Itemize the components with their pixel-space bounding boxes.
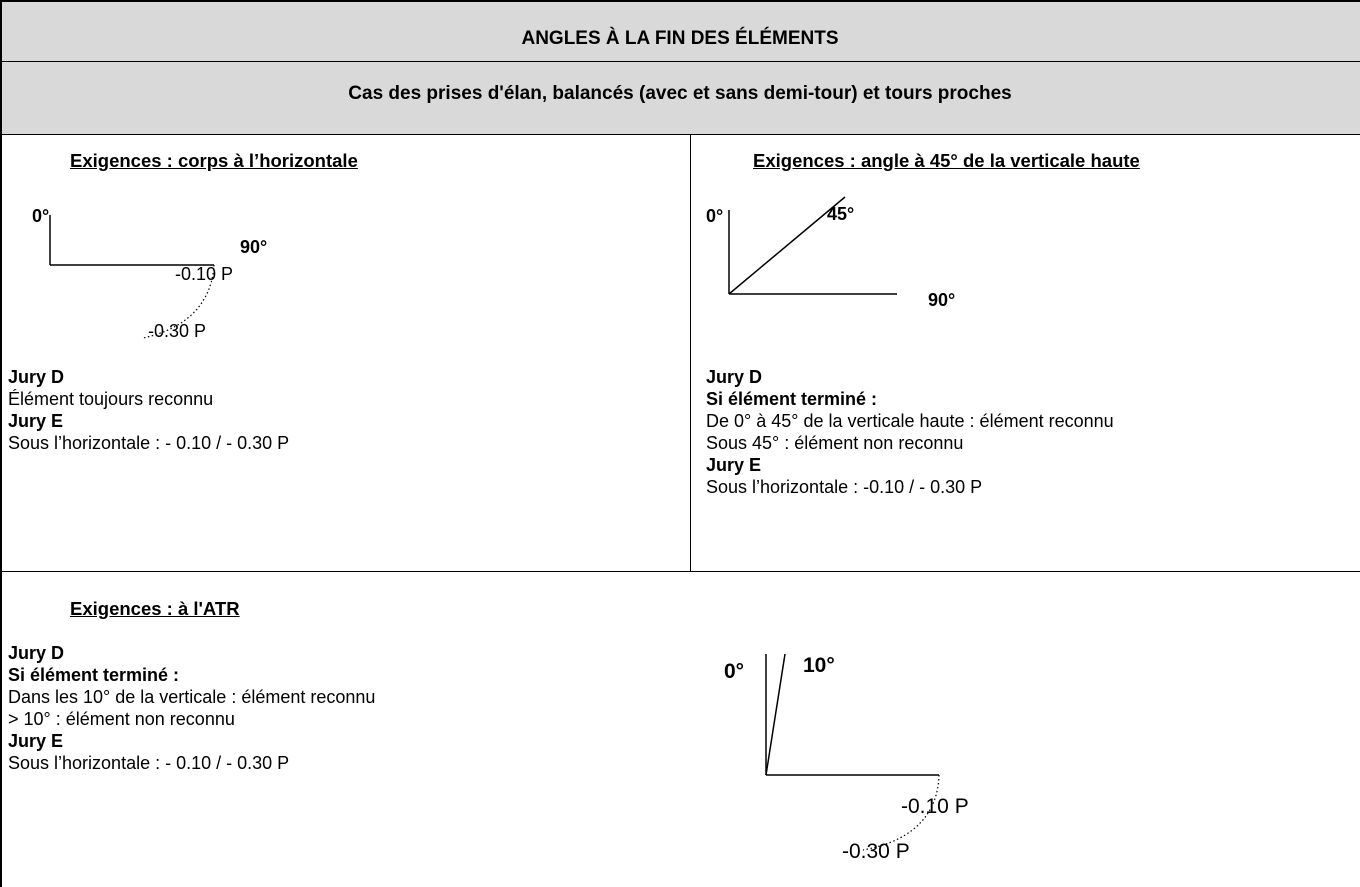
jury-e-label: Jury E <box>8 731 64 751</box>
element-recognized-text: Élément toujours reconnu <box>8 389 214 409</box>
recognized-range-text: De 0° à 45° de la verticale haute : élém… <box>706 411 1114 431</box>
deduction-text: Sous l’horizontale : - 0.10 / - 0.30 P <box>8 433 290 453</box>
zero-degree-label: 0° <box>706 206 723 226</box>
ninety-degree-label: 90° <box>240 237 267 257</box>
forty-five-angle-diagram: 0° 45° 90° <box>706 196 955 310</box>
row-divider-subtitle <box>0 134 1360 135</box>
column-divider <box>690 134 691 571</box>
page-subtitle: Cas des prises d'élan, balancés (avec et… <box>348 83 1012 104</box>
zero-degree-label: 0° <box>724 660 744 683</box>
heading-45: Exigences : angle à 45° de la verticale … <box>753 150 1140 171</box>
heading-horizontal: Exigences : corps à l’horizontale <box>70 150 358 171</box>
jury-d-label: Jury D <box>8 643 65 663</box>
jury-e-label: Jury E <box>706 455 762 475</box>
not-recognized-text: Sous 45° : élément non reconnu <box>706 433 964 453</box>
horizontal-angle-diagram: 0° 90° -0.10 P -0.30 P <box>32 206 267 341</box>
jury-e-label: Jury E <box>8 411 64 431</box>
deduction-large-label: -0.30 P <box>148 321 206 341</box>
ninety-degree-label: 90° <box>928 290 955 310</box>
deduction-text: Sous l’horizontale : -0.10 / - 0.30 P <box>706 477 983 497</box>
heading-atr: Exigences : à l'ATR <box>70 598 240 619</box>
atr-angle-diagram: 0° 10° -0.10 P -0.30 P <box>724 653 969 863</box>
jury-d-label: Jury D <box>8 367 65 387</box>
row-divider-title <box>0 61 1360 62</box>
ten-degree-line <box>765 653 786 776</box>
deduction-large-label: -0.30 P <box>842 840 910 863</box>
forty-five-degree-line <box>728 196 846 295</box>
row-divider-middle <box>0 571 1360 572</box>
page-title: ANGLES À LA FIN DES ÉLÉMENTS <box>521 28 839 49</box>
deduction-text: Sous l’horizontale : - 0.10 / - 0.30 P <box>8 753 290 773</box>
not-recognized-text: > 10° : élément non reconnu <box>8 709 235 729</box>
header-band <box>0 0 1360 135</box>
recognized-range-text: Dans les 10° de la verticale : élément r… <box>8 687 376 707</box>
condition-label: Si élément terminé : <box>8 665 180 685</box>
forty-five-degree-label: 45° <box>827 204 854 224</box>
deduction-small-label: -0.10 P <box>175 264 233 284</box>
table-border-left <box>0 0 2 887</box>
deduction-small-label: -0.10 P <box>901 795 969 818</box>
table-border-top <box>0 0 1360 2</box>
zero-degree-label: 0° <box>32 206 49 226</box>
jury-d-label: Jury D <box>706 367 763 387</box>
condition-label: Si élément terminé : <box>706 389 878 409</box>
ten-degree-label: 10° <box>803 654 835 677</box>
